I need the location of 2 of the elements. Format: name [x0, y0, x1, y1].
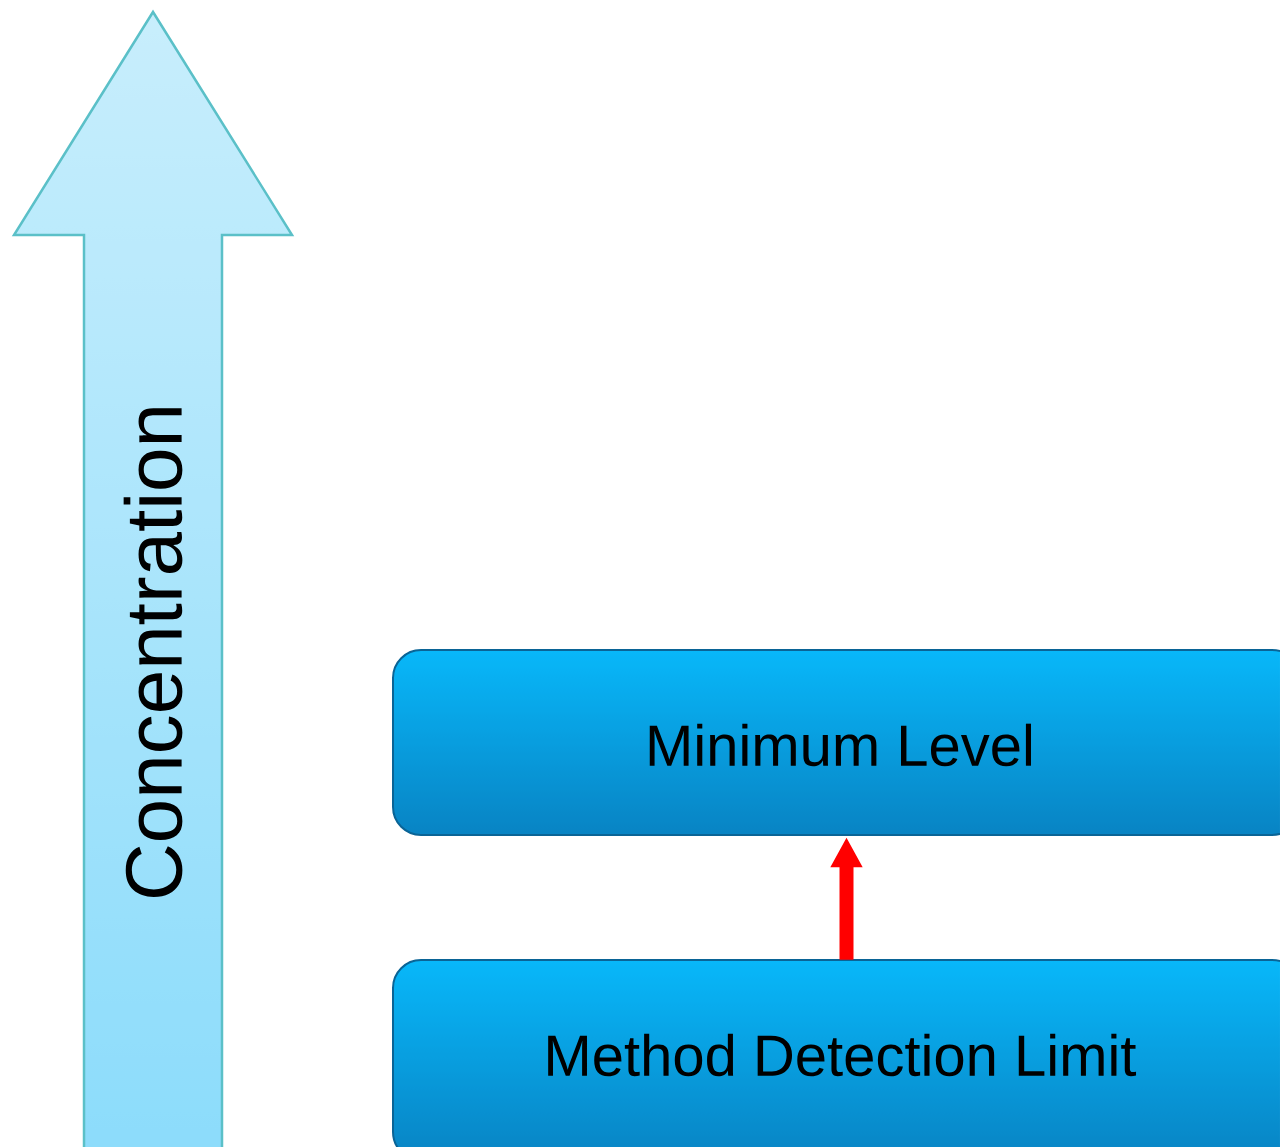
level-box: Minimum Level — [392, 649, 1280, 836]
level-box: Method Detection Limit — [392, 959, 1280, 1147]
